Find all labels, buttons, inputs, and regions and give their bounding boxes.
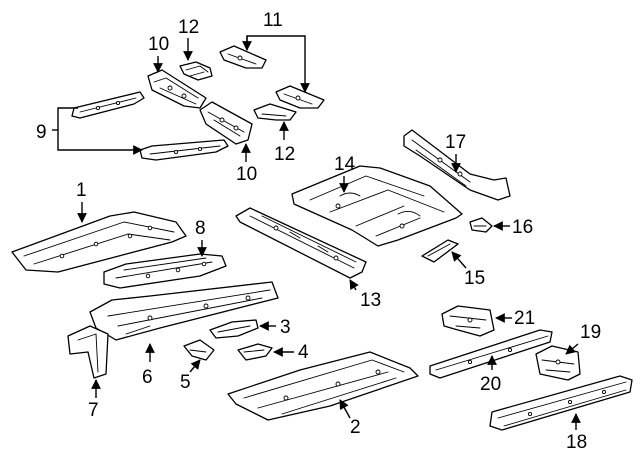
svg-text:20: 20 [480,374,501,395]
part-10-lower-crossmember [199,101,253,145]
svg-text:13: 13 [360,290,381,311]
svg-text:8: 8 [195,218,206,239]
svg-text:10: 10 [236,164,257,185]
callout-20: 20 [480,355,501,395]
part-18-rear-side-rail [489,375,633,431]
part-15-reinforcement [421,239,459,263]
callout-10-upper: 10 [148,34,169,73]
part-12-lower-bracket [253,103,297,121]
svg-text:7: 7 [88,400,99,421]
svg-text:21: 21 [514,308,535,329]
callout-16: 16 [493,217,533,238]
svg-text:12: 12 [274,144,295,165]
svg-text:14: 14 [334,154,356,175]
part-4-plate [237,343,273,361]
part-13-center-tunnel [235,207,367,279]
callout-6: 6 [142,343,155,388]
svg-text:17: 17 [445,132,466,153]
callout-3: 3 [259,317,291,338]
svg-text:11: 11 [263,10,283,31]
callout-7: 7 [88,379,101,421]
part-3-bracket [209,319,259,339]
callout-15: 15 [451,251,485,289]
part-16-clip [469,217,493,233]
svg-text:1: 1 [76,180,87,201]
callout-18: 18 [566,413,587,453]
callout-1: 1 [76,180,87,223]
svg-text:16: 16 [512,217,533,238]
callout-12-lower: 12 [274,121,295,165]
callout-19: 19 [565,322,601,355]
callout-4: 4 [273,342,309,363]
part-11-bracket-right [275,85,325,109]
svg-text:5: 5 [180,372,191,393]
part-1-front-floor-pan [11,211,187,273]
part-12-upper-bracket [179,61,213,81]
callout-11: 11 [242,10,310,93]
part-19-rear-bracket [535,345,581,381]
callout-12-upper: 12 [178,17,199,61]
svg-text:4: 4 [298,342,309,363]
svg-text:12: 12 [178,17,199,38]
part-11-bracket-left [219,45,267,69]
callout-17: 17 [445,132,466,173]
part-21-bracket [441,305,495,337]
svg-text:18: 18 [566,432,587,453]
part-9-rail-upper [71,91,145,119]
svg-text:10: 10 [148,34,169,55]
part-5-bracket [183,339,215,361]
callout-9: 9 [36,107,143,155]
svg-text:19: 19 [580,322,601,343]
part-8-front-crossmember [103,253,227,289]
svg-text:2: 2 [350,417,361,438]
callout-2: 2 [339,399,361,438]
part-2-center-floor-pan [227,351,419,421]
svg-text:15: 15 [464,268,485,289]
callout-21: 21 [495,308,535,329]
svg-text:3: 3 [280,317,291,338]
svg-text:9: 9 [36,122,47,143]
callout-10-lower: 10 [236,143,257,185]
callout-5: 5 [180,359,201,393]
callout-13: 13 [349,279,381,311]
part-9-rail-lower [139,139,229,161]
part-20-floor-rail [429,329,553,379]
callout-14: 14 [334,154,356,193]
svg-text:6: 6 [142,367,153,388]
part-7-pillar-bracket [67,325,109,379]
part-14-rear-floor-pan [291,165,463,247]
callout-8: 8 [195,218,207,257]
